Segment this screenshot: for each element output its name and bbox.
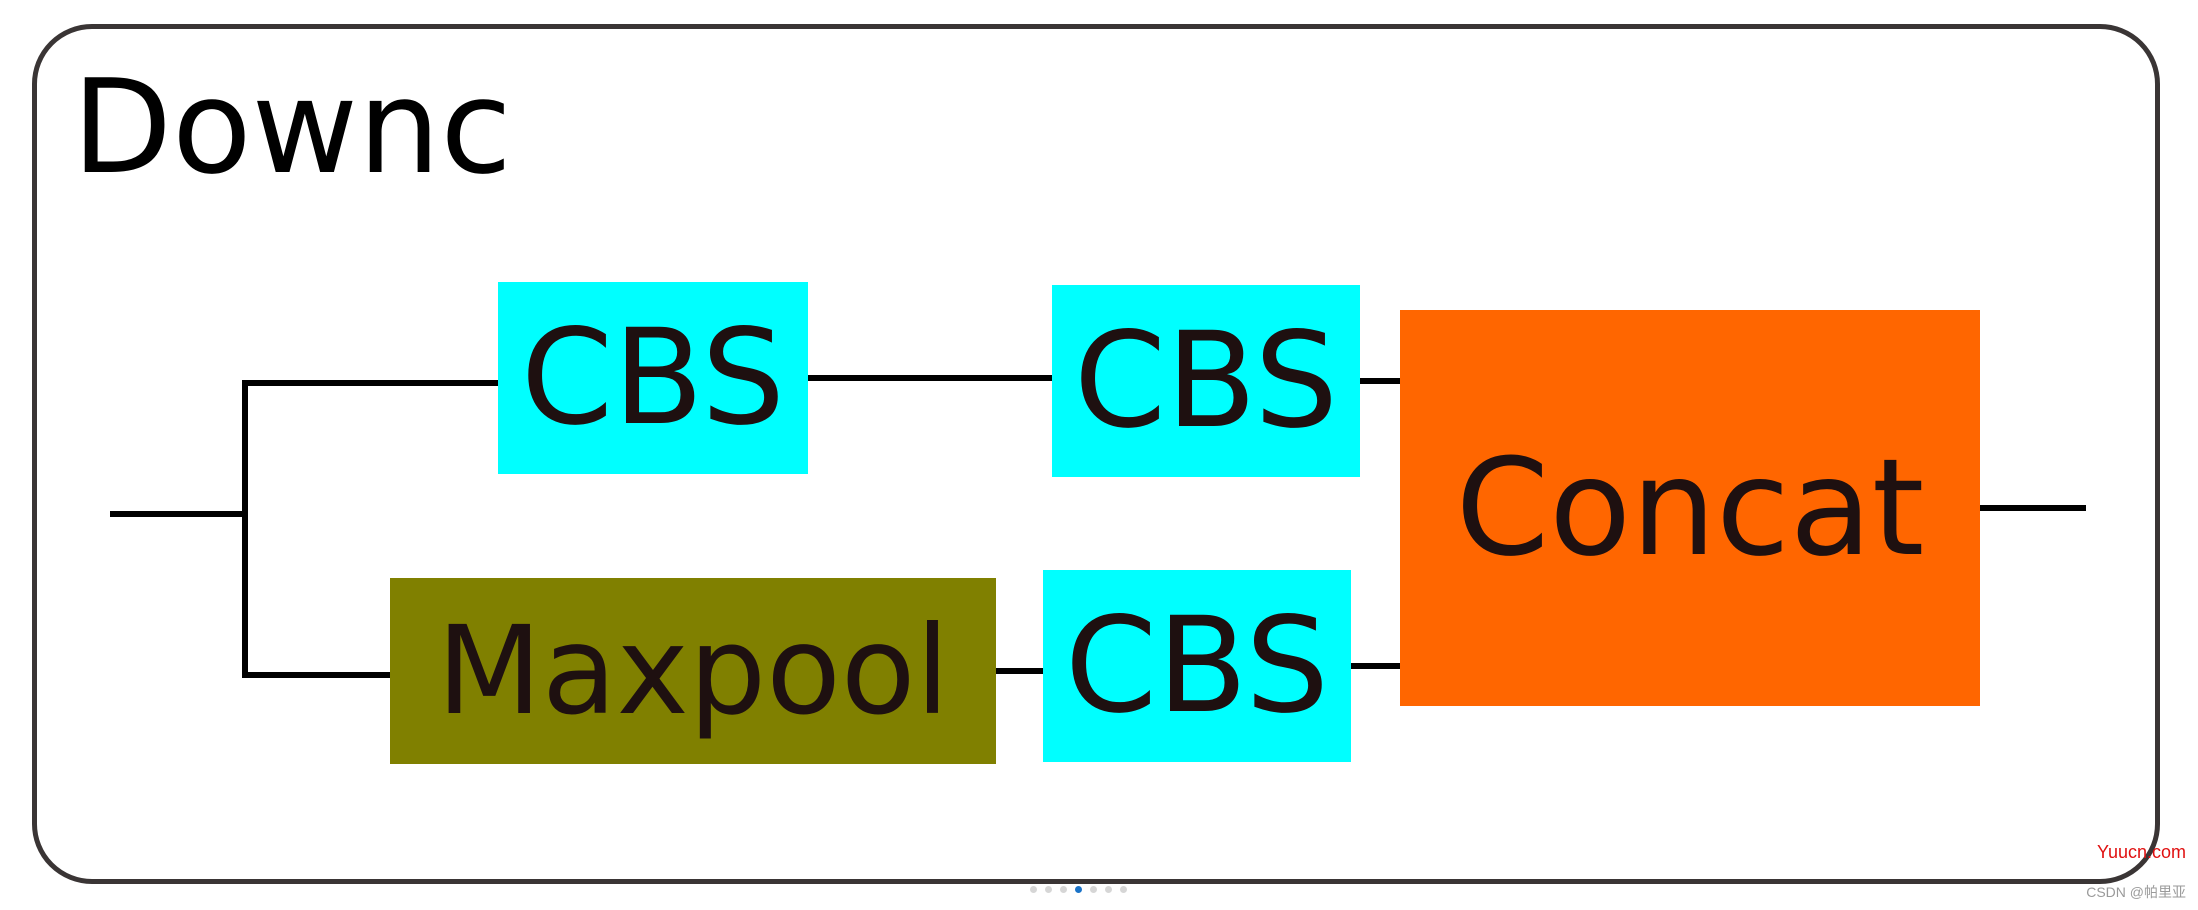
cbs-mid-to-concat-line	[1358, 378, 1402, 384]
carousel-dot[interactable]	[1075, 886, 1082, 893]
cbs-block-top: CBS	[498, 282, 808, 474]
cbs-top-to-cbs-mid-line	[806, 375, 1054, 381]
input-line	[110, 511, 246, 517]
author-watermark: CSDN @帕里亚	[2086, 884, 2186, 900]
cbs-bottom-to-concat-line	[1349, 663, 1402, 669]
output-line	[1978, 505, 2086, 511]
site-watermark: Yuucn.com	[2096, 842, 2186, 862]
maxpool-block: Maxpool	[390, 578, 996, 764]
split-vertical-line	[242, 380, 248, 678]
carousel-indicator[interactable]	[1030, 886, 1127, 893]
cbs-block-middle: CBS	[1052, 285, 1360, 477]
carousel-dot[interactable]	[1060, 886, 1067, 893]
maxpool-to-cbs-bottom-line	[994, 668, 1045, 674]
carousel-dot[interactable]	[1105, 886, 1112, 893]
bottom-branch-line	[242, 672, 392, 678]
concat-block: Concat	[1400, 310, 1980, 706]
carousel-dot[interactable]	[1090, 886, 1097, 893]
carousel-dot[interactable]	[1045, 886, 1052, 893]
carousel-dot[interactable]	[1030, 886, 1037, 893]
carousel-dot[interactable]	[1120, 886, 1127, 893]
module-title: Downc	[72, 51, 512, 203]
top-branch-line	[242, 380, 500, 386]
cbs-block-bottom: CBS	[1043, 570, 1351, 762]
